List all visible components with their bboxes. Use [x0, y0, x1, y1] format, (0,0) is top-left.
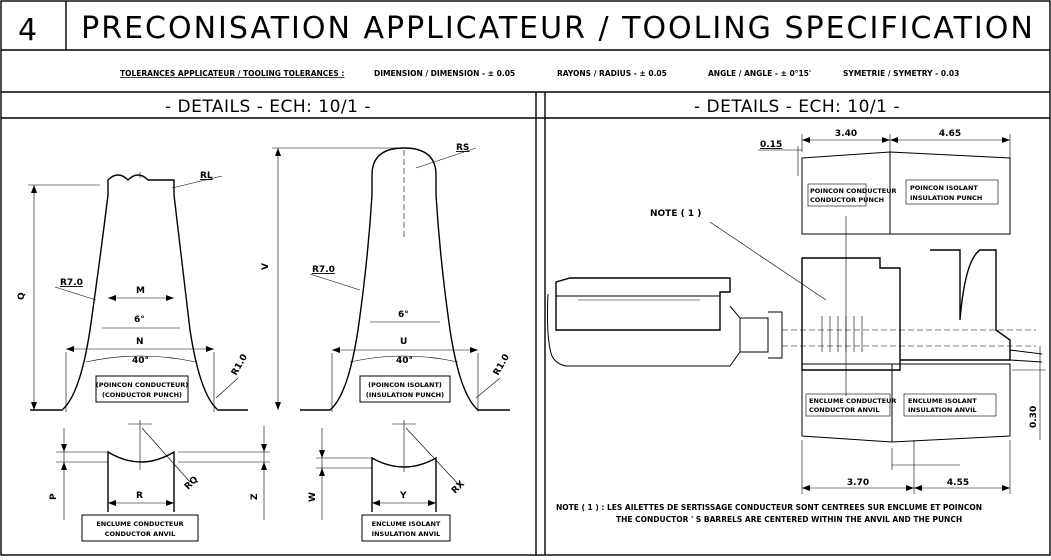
dim-W: W [308, 492, 318, 502]
box-conductor-punch-fr: POINCON CONDUCTEUR [810, 187, 896, 195]
dim-RS: RS [456, 143, 469, 153]
insulation-punch-label-fr: (POINCON ISOLANT) [368, 381, 442, 389]
box-conductor-punch-en: CONDUCTOR PUNCH [810, 196, 884, 204]
dim-P: P [49, 493, 59, 500]
dim-40deg-left: 40° [132, 356, 149, 366]
dim-R: R [136, 491, 143, 501]
box-insulation-punch-fr: POINCON ISOLANT [910, 184, 978, 192]
insulation-punch-detail: V RS R7.0 6° U 40° R1.0 (POINCON ISOLANT… [261, 143, 512, 412]
box-insulation-anvil-en: INSULATION ANVIL [908, 406, 977, 414]
right-panel-heading: - DETAILS - ECH: 10/1 - [694, 97, 900, 117]
dim-R7-right: R7.0 [312, 265, 335, 275]
box-insulation-anvil-fr: ENCLUME ISOLANT [908, 397, 977, 405]
tolerance-symmetry: SYMETRIE / SYMETRY - 0.03 [843, 69, 959, 78]
conductor-punch-label-en: (CONDUCTOR PUNCH) [102, 391, 182, 399]
conductor-anvil-label-fr: ENCLUME CONDUCTEUR [96, 520, 183, 528]
dim-M: M [136, 286, 145, 296]
conductor-anvil-label-en: CONDUCTOR ANVIL [105, 530, 175, 538]
dim-V: V [261, 263, 271, 270]
dim-bot-4-55: 4.55 [947, 478, 969, 488]
tolerance-dimension: DIMENSION / DIMENSION - ± 0.05 [374, 69, 515, 78]
dim-6deg-right: 6° [398, 310, 409, 320]
section-number: 4 [18, 13, 37, 48]
insulation-anvil-detail: RX W Y ENCLUME ISOLANT INSULATION ANVIL [308, 420, 467, 542]
terminal-crimp-detail: 3.40 4.65 0.15 POINCON CONDUCTEUR CONDUC… [547, 129, 1046, 494]
dim-N: N [136, 337, 144, 347]
insulation-anvil-label-fr: ENCLUME ISOLANT [372, 520, 441, 528]
dim-RL: RL [200, 171, 213, 181]
conductor-punch-label-fr: (POINCON CONDUCTEUR) [96, 381, 188, 389]
left-panel-heading: - DETAILS - ECH: 10/1 - [165, 97, 371, 117]
dim-top-3-40: 3.40 [835, 129, 857, 139]
dim-40deg-right: 40° [396, 356, 413, 366]
dim-bot-3-70: 3.70 [847, 478, 869, 488]
dim-R1-left: R1.0 [230, 353, 250, 378]
conductor-anvil-detail: RQ P R ENCLUME CONDUCTEUR CONDUCTOR ANVI… [49, 420, 270, 542]
dim-R7-left: R7.0 [60, 278, 83, 288]
dim-U: U [400, 337, 407, 347]
note-callout: NOTE ( 1 ) [650, 209, 701, 219]
dim-RX: RX [450, 479, 467, 496]
box-conductor-anvil-fr: ENCLUME CONDUCTEUR [809, 397, 896, 405]
dim-Z: Z [250, 493, 260, 500]
dim-0-30: 0.30 [1029, 406, 1039, 428]
dim-Y: Y [399, 491, 407, 501]
insulation-punch-label-en: (INSULATION PUNCH) [366, 391, 444, 399]
box-insulation-punch-en: INSULATION PUNCH [910, 194, 982, 202]
dim-top-4-65: 4.65 [939, 129, 961, 139]
tolerance-radius: RAYONS / RADIUS - ± 0.05 [557, 69, 667, 78]
tolerance-angle: ANGLE / ANGLE - ± 0°15' [708, 69, 811, 78]
tolerances-label: TOLERANCES APPLICATEUR / TOOLING TOLERAN… [120, 69, 344, 78]
dim-R1-right: R1.0 [492, 353, 512, 378]
dim-Q: Q [17, 292, 27, 300]
dim-6deg-left: 6° [134, 315, 145, 325]
note-line-2: THE CONDUCTOR ' S BARRELS ARE CENTERED W… [616, 515, 962, 524]
dim-0-15: 0.15 [760, 140, 782, 150]
note-line-1: NOTE ( 1 ) : LES AILETTES DE SERTISSAGE … [556, 503, 982, 512]
insulation-anvil-label-en: INSULATION ANVIL [372, 530, 441, 538]
page-title: PRECONISATION APPLICATEUR / TOOLING SPEC… [81, 11, 1035, 46]
conductor-punch-detail: Q RL R7.0 M 6° N 40° R1.0 (POINCON CONDU… [17, 171, 250, 412]
box-conductor-anvil-en: CONDUCTOR ANVIL [809, 406, 879, 414]
